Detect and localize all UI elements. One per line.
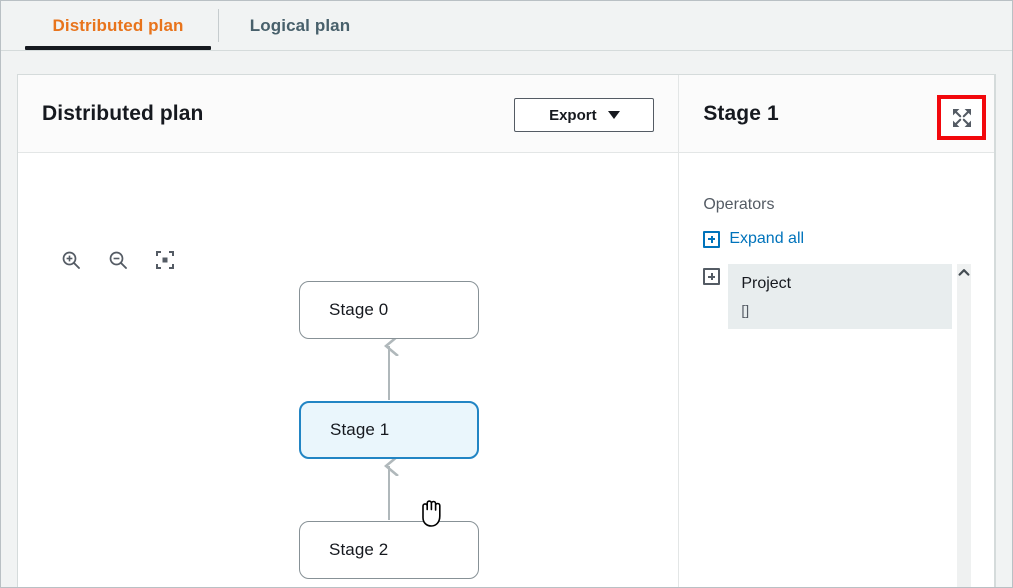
graph-pane-header: Distributed plan Export — [18, 75, 679, 153]
tab-logical-plan[interactable]: Logical plan — [219, 1, 381, 50]
graph-node-stage-2-label: Stage 2 — [329, 540, 389, 559]
plus-box-icon — [703, 230, 721, 248]
tab-distributed-plan[interactable]: Distributed plan — [18, 1, 218, 50]
chevron-up-icon[interactable] — [957, 264, 971, 280]
tab-bar: Distributed plan Logical plan — [1, 1, 1012, 56]
operator-detail: [] — [741, 302, 750, 318]
tab-separator — [218, 9, 219, 42]
fit-to-screen-icon[interactable] — [152, 247, 178, 273]
expand-all-link[interactable]: Expand all — [703, 230, 804, 248]
tab-active-indicator — [25, 46, 211, 50]
chevron-down-icon — [607, 111, 620, 119]
zoom-in-icon[interactable] — [58, 247, 84, 273]
detail-scrollbar[interactable] — [957, 264, 971, 587]
plan-card: Distributed plan Export — [17, 74, 996, 587]
graph-node-stage-1[interactable]: Stage 1 — [299, 401, 479, 459]
expand-fullscreen-icon — [952, 108, 971, 127]
detail-pane-body: Operators Expand all Project [] — [679, 153, 995, 587]
detail-pane-title: Stage 1 — [703, 102, 779, 125]
operators-section-label: Operators — [703, 196, 775, 213]
graph-zoom-toolbar — [58, 247, 178, 273]
operator-item-project[interactable]: Project [] — [728, 264, 953, 329]
graph-node-stage-0[interactable]: Stage 0 — [299, 281, 479, 339]
graph-pane: Distributed plan Export — [18, 75, 680, 587]
detail-pane-right-edge — [994, 75, 995, 587]
graph-pane-title: Distributed plan — [42, 102, 204, 125]
operator-name: Project — [741, 275, 792, 292]
operator-expand-icon[interactable] — [703, 268, 721, 285]
tab-distributed-plan-label: Distributed plan — [52, 15, 184, 35]
expand-fullscreen-button[interactable] — [937, 95, 986, 140]
graph-canvas[interactable]: Stage 0 Stage 1 Stage 2 — [18, 154, 679, 587]
detail-pane: Stage 1 — [679, 75, 995, 587]
export-button-label: Export — [549, 106, 597, 124]
graph-node-stage-2[interactable]: Stage 2 — [299, 521, 479, 579]
tab-logical-plan-label: Logical plan — [249, 15, 351, 35]
export-button[interactable]: Export — [514, 98, 655, 132]
graph-node-stage-0-label: Stage 0 — [329, 300, 389, 319]
expand-all-label: Expand all — [729, 230, 805, 247]
tab-bar-underline — [1, 50, 1012, 51]
operator-tree-row: Project [] — [703, 264, 953, 329]
detail-pane-header: Stage 1 — [679, 75, 995, 153]
graph-node-stage-1-label: Stage 1 — [330, 420, 390, 439]
zoom-out-icon[interactable] — [105, 247, 131, 273]
